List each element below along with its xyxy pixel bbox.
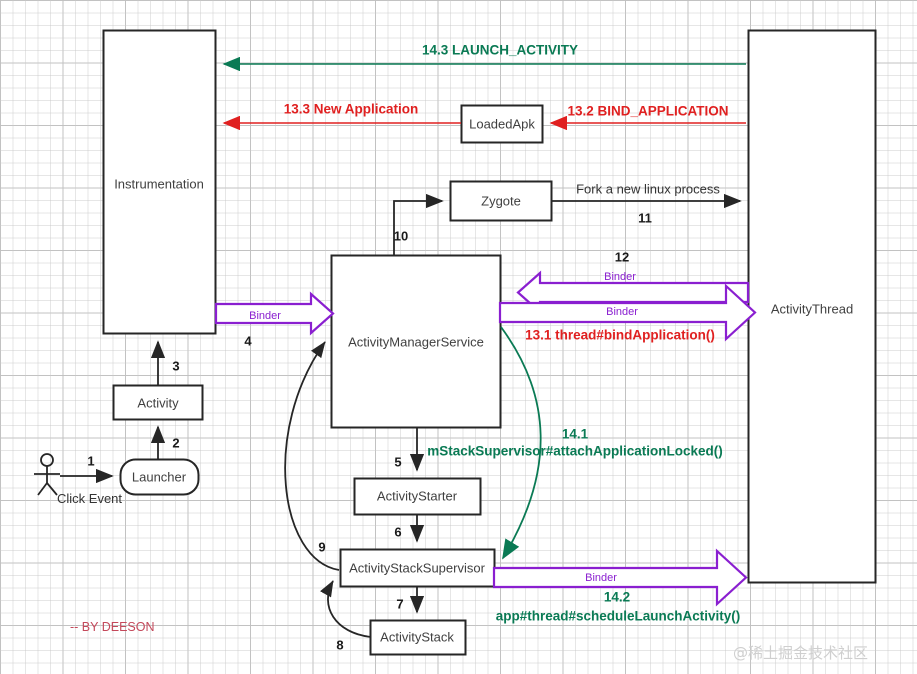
- node-zygote-box: [449, 180, 553, 222]
- node-zygote-label: Zygote: [481, 193, 521, 209]
- node-loadedapk-label: LoadedApk: [469, 116, 535, 132]
- step-number-12: 12: [614, 249, 630, 265]
- edge-label-attach-application-call: mStackSupervisor#attachApplicationLocked…: [427, 443, 723, 459]
- credit-text: -- BY DEESON: [70, 620, 155, 634]
- node-activity-label: Activity: [137, 395, 179, 411]
- node-activity-box: [112, 384, 204, 421]
- watermark-text: @稀土掘金技术社区: [733, 644, 869, 662]
- step-number-2: 2: [172, 435, 180, 451]
- step-number-10: 10: [393, 228, 409, 244]
- node-activitystarter-label: ActivityStarter: [376, 488, 458, 504]
- actor-stick-figure: [34, 453, 60, 496]
- edge-ams-to-zygote: [393, 193, 444, 256]
- edge-label-attach-application-number: 14.1: [561, 426, 589, 442]
- step-number-5: 5: [394, 454, 402, 470]
- edge-binder-142: [492, 548, 748, 607]
- edge-label-bind-application: 13.2 BIND_APPLICATION: [567, 103, 729, 119]
- step-number-9: 9: [318, 539, 326, 555]
- edge-attach-application-locked: [500, 326, 542, 560]
- edge-supervisor-to-ams: [284, 341, 340, 571]
- step-number-7: 7: [396, 596, 404, 612]
- edge-label-schedule-launch-number: 14.2: [603, 589, 631, 605]
- step-number-1: 1: [87, 453, 95, 469]
- edge-binder-4: [214, 291, 335, 336]
- edge-label-binder-142: Binder: [585, 572, 617, 584]
- edge-activitystack-to-supervisor: [320, 580, 372, 638]
- edge-label-binder-131: Binder: [606, 306, 638, 318]
- edge-label-new-application: 13.3 New Application: [283, 101, 419, 117]
- node-activitystacksupervisor-box: [339, 548, 496, 588]
- node-activitystacksupervisor-label: ActivityStackSupervisor: [349, 560, 485, 576]
- edge-label-launch-activity: 14.3 LAUNCH_ACTIVITY: [421, 42, 579, 58]
- edge-label-fork-process: Fork a new linux process: [576, 181, 720, 197]
- edge-label-binder-12: Binder: [604, 271, 636, 283]
- step-number-6: 6: [394, 524, 402, 540]
- node-ams-box: [330, 254, 502, 429]
- node-instrumentation-box: [102, 29, 217, 335]
- edge-label-binder-4: Binder: [249, 310, 281, 322]
- node-loadedapk-box: [460, 104, 544, 144]
- node-ams-label: ActivityManagerService: [348, 334, 484, 350]
- node-launcher-box: [119, 458, 200, 496]
- node-activitythread-box: [747, 29, 877, 584]
- step-number-8: 8: [336, 637, 344, 653]
- edge-binder-131: [498, 283, 757, 342]
- step-number-4: 4: [244, 333, 252, 349]
- node-instrumentation-label: Instrumentation: [114, 176, 204, 192]
- node-activitystack-label: ActivityStack: [380, 629, 454, 645]
- node-launcher-label: Launcher: [131, 469, 187, 485]
- node-activitystarter-box: [353, 477, 482, 516]
- actor-label: Click Event: [57, 491, 123, 506]
- edge-label-schedule-launch-call: app#thread#scheduleLaunchActivity(): [495, 608, 741, 624]
- edge-label-bind-application-call: 13.1 thread#bindApplication(): [525, 327, 715, 343]
- step-number-11: 11: [638, 210, 652, 226]
- step-number-3: 3: [172, 358, 180, 374]
- node-activitythread-label: ActivityThread: [770, 301, 854, 317]
